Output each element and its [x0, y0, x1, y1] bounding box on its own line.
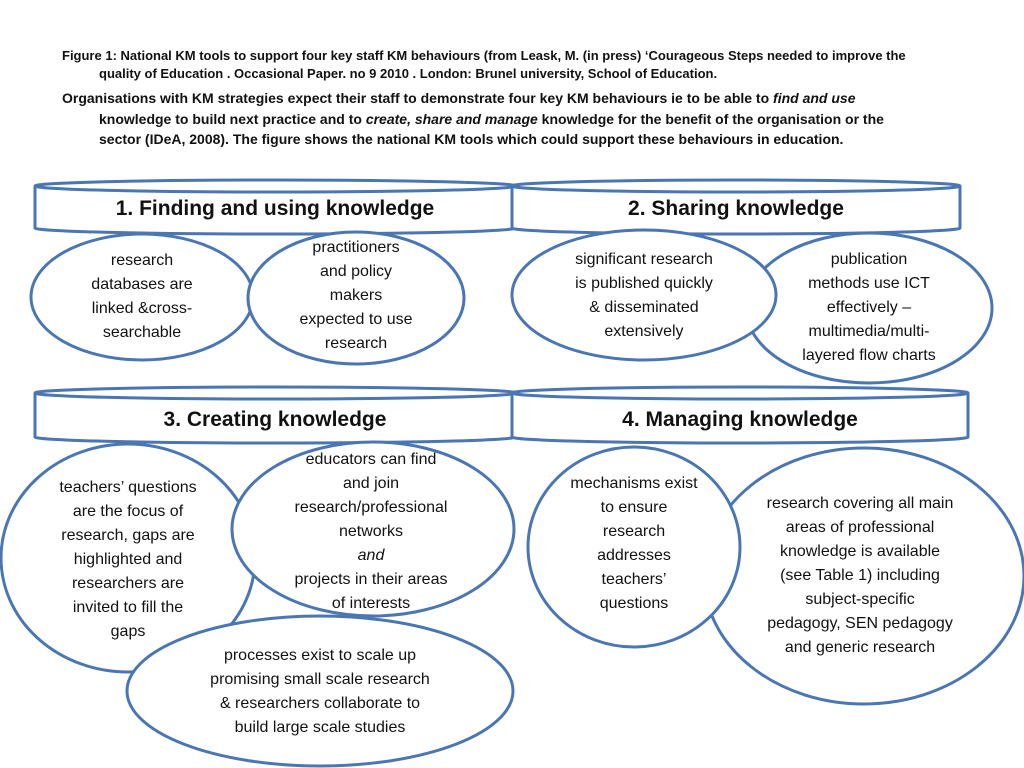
section-2-header: 2. Sharing knowledge [628, 197, 844, 220]
ellipse-educators-networks [230, 440, 516, 618]
text-line: and policy [319, 263, 393, 280]
text-line: & disseminated [589, 299, 699, 316]
text-line: projects in their areas [294, 571, 448, 588]
section-4-header: 4. Managing knowledge [622, 408, 858, 431]
text-line: research [602, 523, 666, 540]
intro-line-1: Organisations with KM strategies expect … [62, 88, 962, 109]
text-line: makers [329, 287, 383, 304]
text-line: of interests [331, 595, 411, 612]
text-line: databases are [91, 276, 193, 293]
text-fragment: networks [338, 523, 404, 540]
text-line: knowledge is available [779, 543, 941, 560]
text-line: pedagogy, SEN pedagogy [767, 615, 953, 632]
text-line: research covering all main [766, 495, 954, 512]
text-publication-methods: publication methods use ICT effectively … [772, 248, 966, 368]
intro-emphasis-1: find and use [773, 90, 856, 106]
text-line: multimedia/multi- [808, 323, 930, 340]
section-3-header-shape [33, 385, 517, 445]
text-line: are the focus of [72, 503, 184, 520]
text-line: methods use ICT [808, 275, 930, 292]
text-line: significant research [575, 251, 713, 268]
text-line: expected to use [299, 311, 413, 328]
text-line: extensively [604, 323, 684, 340]
caption-line-1: Figure 1: National KM tools to support f… [62, 48, 906, 63]
text-line: subject-specific [805, 591, 915, 608]
text-line: addresses [597, 547, 671, 564]
text-line: mechanisms exist [570, 475, 698, 492]
ellipse-mechanisms [526, 445, 742, 649]
text-practitioners: practitioners and policy makers expected… [266, 236, 446, 356]
text-mechanisms: mechanisms exist to ensure research addr… [554, 472, 714, 616]
caption-line-2: quality of Education . Occasional Paper.… [99, 66, 718, 81]
intro-line-2: knowledge to build next practice and to … [62, 109, 962, 130]
text-teachers-questions: teachers’ questions are the focus of res… [28, 476, 228, 644]
intro-paragraph: Organisations with KM strategies expect … [62, 88, 962, 150]
text-line: and join [342, 475, 400, 492]
ellipse-practitioners [246, 230, 466, 366]
text-line: questions [599, 595, 669, 612]
text-line: research/professional [294, 499, 448, 516]
text-line: researchers are [71, 575, 185, 592]
text-research-coverage: research covering all main areas of prof… [740, 492, 980, 660]
text-line: effectively – [826, 299, 912, 316]
text-line: & researchers collaborate to [219, 695, 421, 712]
text-line: layered flow charts [802, 347, 936, 364]
text-line: teachers’ questions [59, 479, 197, 496]
text-line: gaps [110, 623, 146, 640]
section-3-header: 3. Creating knowledge [163, 408, 387, 431]
figure-caption: Figure 1: National KM tools to support f… [62, 47, 962, 83]
text-line: searchable [102, 324, 182, 341]
text-line: promising small scale research [210, 671, 430, 688]
text-educators-networks: educators can find and join research/pro… [266, 451, 476, 612]
text-line: and generic research [784, 639, 936, 656]
intro-text-1: Organisations with KM strategies expect … [62, 90, 774, 106]
text-research-databases: research databases are linked &cross- se… [40, 249, 244, 345]
section-1-header: 1. Finding and using knowledge [115, 197, 435, 220]
text-significant-research: significant research is published quickl… [534, 248, 754, 344]
text-line: educators can find [305, 451, 437, 468]
text-line: processes exist to scale up [223, 647, 417, 664]
emphasis-and: and [357, 547, 385, 564]
intro-text-3: knowledge for the benefit of the organis… [537, 110, 884, 127]
text-line: to ensure [600, 499, 668, 516]
text-scale-up-processes: processes exist to scale up promising sm… [170, 644, 470, 740]
text-line: highlighted and [73, 551, 183, 568]
intro-emphasis-2: create, share and manage [365, 110, 538, 127]
text-line: (see Table 1) including [780, 567, 940, 584]
text-line: publication [830, 251, 908, 268]
intro-line-3: sector (IDeA, 2008). The figure shows th… [99, 131, 844, 147]
text-line: areas of professional [785, 519, 935, 536]
intro-text-2: knowledge to build next practice and to [99, 110, 366, 127]
text-line: linked &cross- [91, 300, 193, 317]
text-line: invited to fill the [72, 599, 184, 616]
section-2-header-shape [510, 178, 962, 236]
text-line: build large scale studies [234, 719, 406, 736]
section-4-header-shape [510, 385, 970, 445]
text-line: teachers’ [601, 571, 667, 588]
ellipse-scale-up-processes [125, 614, 515, 768]
ellipse-significant-research [510, 228, 778, 362]
text-line: research [324, 335, 388, 352]
text-line: research, gaps are [61, 527, 195, 544]
text-line: research [110, 252, 174, 269]
text-line: networks and [295, 520, 448, 568]
text-line: is published quickly [575, 275, 713, 292]
text-line: practitioners [312, 239, 400, 256]
